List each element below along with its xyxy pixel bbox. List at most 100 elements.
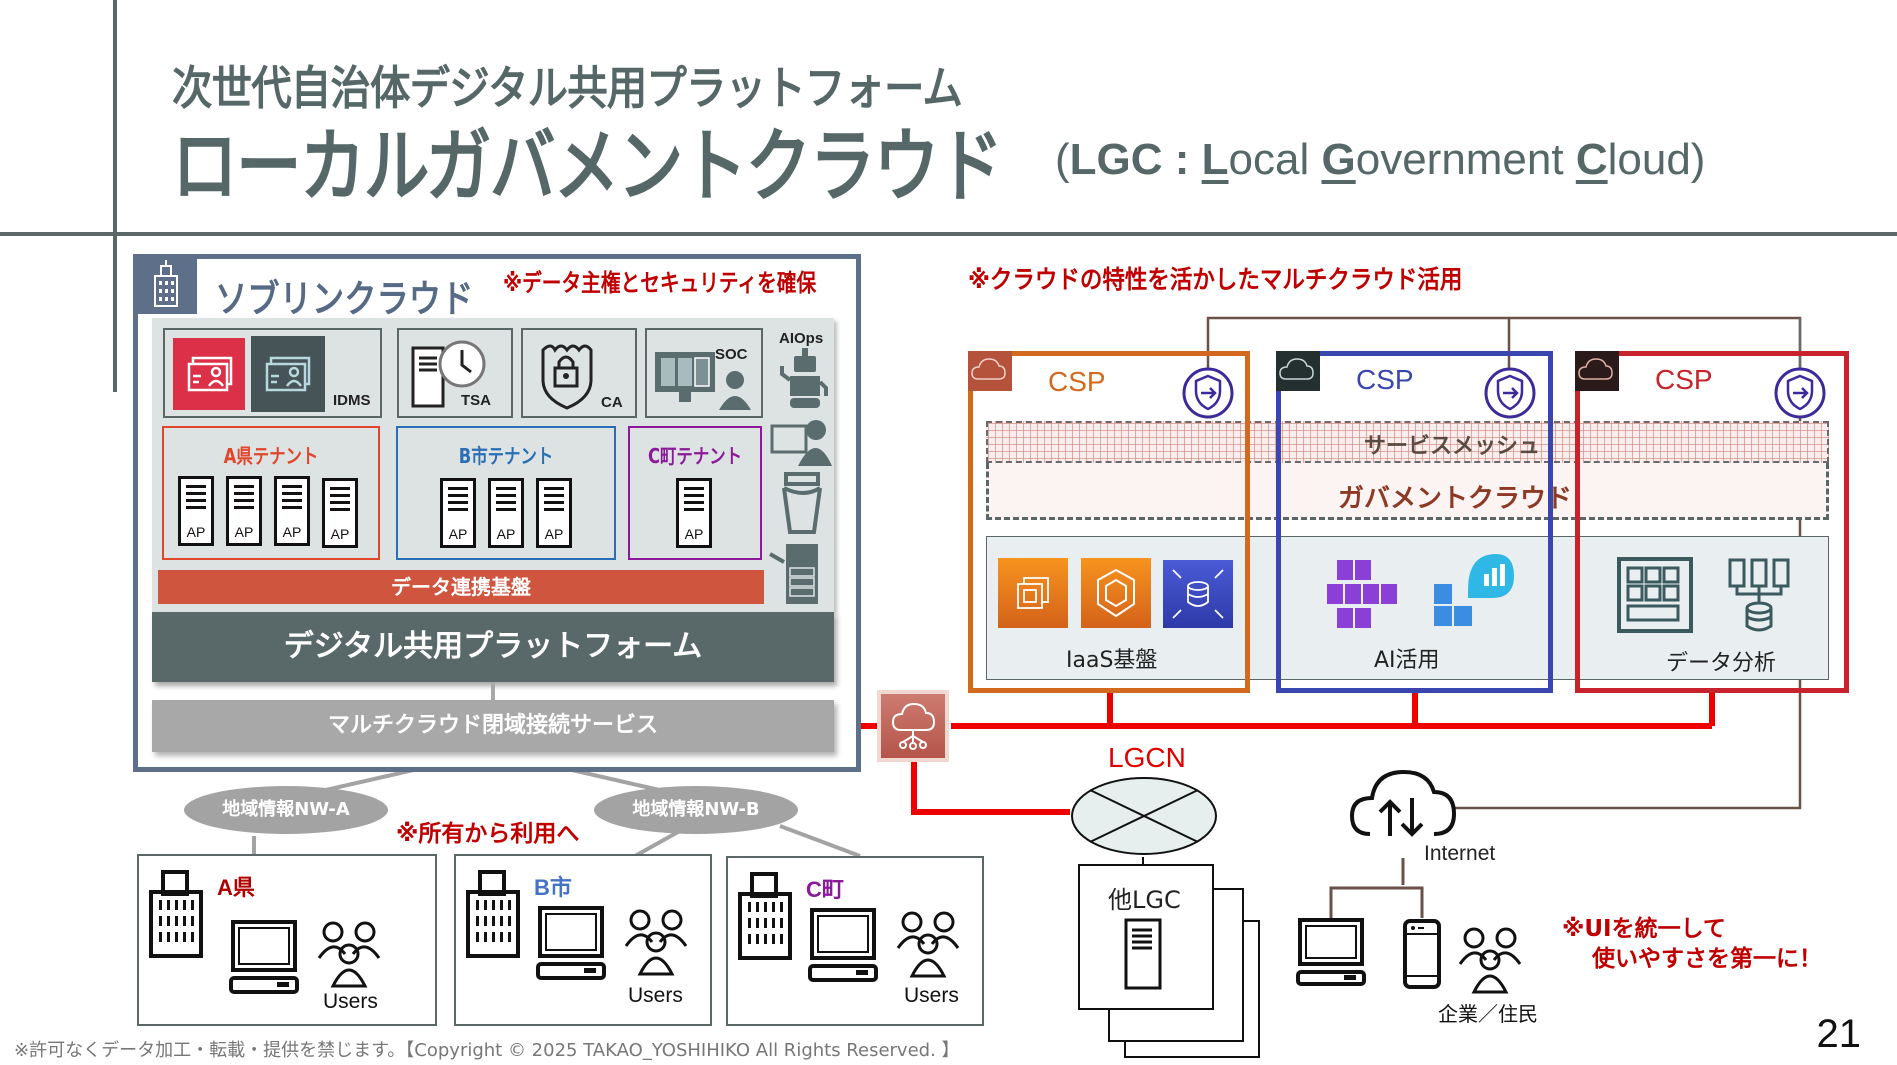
app-server-icon: AP	[488, 478, 524, 548]
app-label: AP	[544, 526, 564, 542]
ai-usage-label: AI活用	[1374, 648, 1440, 673]
subtitle-abbr: LGC :	[1069, 135, 1202, 184]
cloud-icon	[968, 351, 1012, 391]
internet-cloud-icon	[1349, 769, 1457, 837]
soc-label: SOC	[715, 346, 748, 363]
title-subtitle: (LGC : Local Government Cloud)	[1055, 135, 1705, 185]
id-card-dark-icon	[251, 336, 325, 412]
app-server-icon: AP	[536, 478, 572, 548]
sovereign-cloud-title: ソブリンクラウド	[215, 277, 474, 321]
subtitle-g: G	[1321, 135, 1356, 184]
smartphone-icon	[1403, 919, 1441, 989]
org-b-box: B市 Users	[454, 854, 712, 1026]
server-clock-icon	[411, 340, 486, 408]
computer-icon	[808, 908, 878, 982]
ai-analytics-icon	[1434, 554, 1514, 626]
government-cloud-band	[986, 463, 1829, 520]
aiops-label: AIOps	[779, 330, 824, 347]
paren-open: (	[1055, 135, 1070, 184]
other-lgc-box: 他LGC	[1078, 864, 1214, 1010]
printer-icon	[769, 544, 818, 604]
ui-note: ※UIを統一して 使いやすさを第一に！	[1562, 914, 1822, 974]
ai-cluster-icon	[1327, 560, 1397, 628]
csp-1-label: CSP	[1048, 366, 1106, 397]
csp-box-2	[1276, 351, 1553, 693]
app-label: AP	[234, 524, 254, 540]
sovereign-note: ※データ主権とセキュリティを確保	[503, 269, 817, 297]
app-label: AP	[186, 524, 206, 540]
data-warehouse-icon	[1617, 557, 1693, 633]
cloud-icon	[1276, 351, 1320, 391]
cloud-icon	[1575, 351, 1619, 391]
app-label: AP	[448, 526, 468, 542]
data-analysis-label: データ分析	[1666, 651, 1777, 676]
government-cloud-label: ガバメントクラウド	[1338, 484, 1573, 514]
cloud-connect-hub	[877, 690, 949, 762]
tsa-service: TSA	[397, 328, 513, 418]
monitor-operator-icon	[655, 352, 751, 410]
ui-note-line-2: 使いやすさを第一に！	[1592, 946, 1822, 972]
tenant-a: A県テナント AP AP AP AP	[162, 426, 380, 560]
building-icon	[154, 260, 178, 307]
database-service-icon	[1163, 560, 1233, 628]
title-line-1: 次世代自治体デジタル共用プラットフォーム	[172, 61, 963, 115]
app-label: AP	[684, 526, 704, 542]
distributed-database-icon	[1728, 558, 1790, 632]
security-gateway-icon	[1774, 367, 1826, 419]
org-a-box: A県 Users	[137, 854, 437, 1026]
shield-lock-icon	[541, 344, 593, 410]
app-label: AP	[330, 526, 350, 542]
building-icon	[149, 870, 203, 958]
frame-horizontal-line	[0, 232, 1897, 236]
org-a-users-label: Users	[323, 990, 378, 1013]
iaas-label: IaaS基盤	[1066, 648, 1158, 673]
app-server-icon: AP	[322, 478, 358, 548]
compute-icon	[998, 558, 1068, 628]
digital-shared-platform-bar: デジタル共用プラットフォーム	[152, 612, 834, 682]
tenant-b-label: B市テナント	[458, 444, 554, 468]
csp-box-1	[968, 351, 1250, 693]
multicloud-closed-connection-bar: マルチクラウド閉域接続サービス	[152, 700, 834, 752]
tsa-label: TSA	[461, 392, 491, 409]
app-server-icon: AP	[440, 478, 476, 548]
users-icon	[317, 921, 381, 988]
soc-service: SOC	[645, 328, 763, 418]
data-integration-bar: データ連携基盤	[158, 570, 764, 604]
inet-branch	[1329, 886, 1424, 918]
tenant-a-label: A県テナント	[223, 444, 319, 468]
service-mesh-label: サービスメッシュ	[1364, 434, 1541, 459]
subtitle-loud: loud	[1607, 135, 1691, 184]
title-line-2: ローカルガバメントクラウド	[172, 120, 1003, 213]
ui-note-line-1: ※UIを統一して	[1562, 916, 1726, 942]
cloud-network-icon	[881, 694, 945, 758]
building-icon	[738, 872, 792, 960]
app-server-icon: AP	[178, 476, 214, 546]
frame-vertical-line	[113, 0, 117, 392]
citizens-label: 企業／住民	[1438, 1002, 1538, 1026]
ownership-note: ※所有から利用へ	[396, 821, 580, 847]
subtitle-l: L	[1201, 135, 1229, 184]
robot-icon	[780, 348, 828, 408]
computer-icon	[536, 906, 606, 980]
bus-link-lgcn	[911, 762, 1070, 815]
container-service-icon	[1081, 558, 1151, 628]
org-c-name: C町	[806, 877, 844, 902]
service-mesh-band	[986, 421, 1829, 463]
ca-label: CA	[601, 394, 623, 411]
csp-2-label: CSP	[1356, 364, 1414, 395]
computer-icon	[229, 920, 299, 994]
security-gateway-icon	[1182, 367, 1234, 419]
computer-icon	[1296, 918, 1366, 986]
remote-support-icon	[770, 420, 832, 466]
org-b-users-label: Users	[628, 984, 683, 1007]
org-b-name: B市	[534, 875, 572, 900]
internet-label: Internet	[1424, 842, 1496, 865]
org-a-name: A県	[217, 875, 255, 900]
regional-network-a: 地域情報NW-A	[184, 786, 388, 834]
regional-network-b: 地域情報NW-B	[594, 786, 798, 834]
lgcn-label: LGCN	[1108, 742, 1186, 773]
app-label: AP	[496, 526, 516, 542]
multicloud-note: ※クラウドの特性を活かしたマルチクラウド活用	[968, 265, 1463, 294]
users-icon	[896, 911, 960, 978]
page-number: 21	[1816, 1012, 1862, 1056]
